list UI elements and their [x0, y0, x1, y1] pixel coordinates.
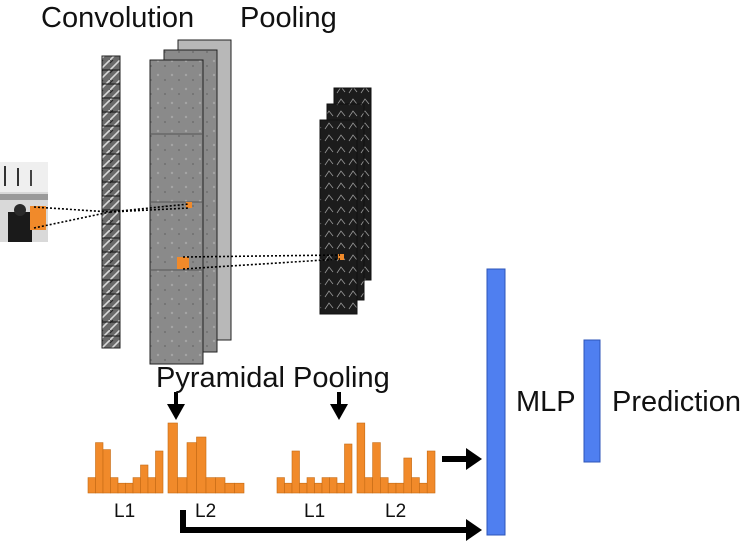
hist2-l1-bar [291, 450, 300, 494]
convolution-label: Convolution [41, 2, 195, 34]
hist2-l1-bar [299, 482, 308, 494]
histogram-1-l2 [167, 422, 245, 494]
hist2-l2-bar [364, 477, 373, 494]
hist1-l1-bar [110, 477, 119, 494]
hist2-l2-bar [372, 442, 381, 494]
conv-filters [101, 55, 121, 349]
pyramid-down-arrow-left [167, 392, 185, 420]
pyramid-down-arrow-right [330, 392, 348, 420]
pool-source-marker [177, 257, 189, 269]
hist1-l2-bar [167, 422, 178, 494]
hist2-l2-bar [403, 457, 412, 494]
hist2-l2-bar [411, 477, 420, 494]
hist2-l1-bar [306, 477, 315, 494]
hist1-l2-bar [234, 482, 245, 494]
hist2-l2-bar [419, 482, 428, 494]
histogram-1-l1 [87, 442, 164, 494]
to-mlp-arrow [442, 448, 482, 470]
hist1-l1-bar [155, 450, 164, 494]
histogram-2-l1 [276, 443, 353, 494]
conv-feature-maps [149, 39, 232, 365]
histogram-2-l2 [356, 422, 436, 494]
hist1-l1-bar [140, 464, 149, 494]
prediction-label: Prediction [612, 386, 741, 418]
hist2-l2-bar [387, 482, 397, 494]
hist1-l1-label: L1 [114, 501, 136, 522]
hist2-l1-label: L1 [304, 501, 326, 522]
hist1-l1-bar [132, 477, 141, 494]
hist1-l1-bar [95, 442, 104, 494]
input-image [0, 162, 48, 242]
hist1-l1-bar [117, 482, 126, 494]
hist2-l1-bar [344, 443, 353, 494]
hist1-l2-bar [224, 482, 235, 494]
hist1-l2-bar [186, 442, 197, 494]
skip-to-mlp-arrow [180, 510, 482, 541]
pooling-label: Pooling [240, 2, 337, 34]
hist1-l2-bar [215, 477, 226, 494]
conv-activation-marker [186, 202, 192, 208]
hist2-l1-bar [321, 477, 330, 494]
hist1-l1-bar [147, 477, 156, 494]
hist2-l1-bar [276, 477, 285, 494]
hist1-l1-bar [125, 482, 134, 494]
prediction-layer [583, 339, 601, 463]
hist2-l2-label: L2 [385, 501, 407, 522]
hist1-l2-bar [205, 477, 216, 494]
hist2-l1-bar [329, 477, 338, 494]
hist2-l2-bar [426, 450, 436, 494]
hist2-l1-bar [336, 482, 345, 494]
hist1-l2-bar [177, 477, 188, 494]
hist2-l2-bar [356, 422, 366, 494]
pyramidal-pooling-label: Pyramidal Pooling [156, 362, 390, 394]
input-receptive-field [30, 206, 46, 230]
mlp-layer [486, 268, 506, 536]
projection-lines [33, 203, 341, 270]
mlp-label: MLP [516, 386, 576, 418]
hist2-l1-bar [284, 482, 293, 494]
pooled-activation-marker [338, 254, 344, 260]
hist2-l1-bar [314, 482, 323, 494]
hist1-l2-bar [196, 436, 207, 494]
hist2-l2-bar [395, 482, 405, 494]
hist1-l1-bar [87, 477, 96, 494]
pooled-feature-maps [319, 87, 372, 315]
hist1-l2-label: L2 [195, 501, 217, 522]
hist2-l2-bar [380, 477, 389, 494]
hist1-l1-bar [102, 449, 111, 494]
